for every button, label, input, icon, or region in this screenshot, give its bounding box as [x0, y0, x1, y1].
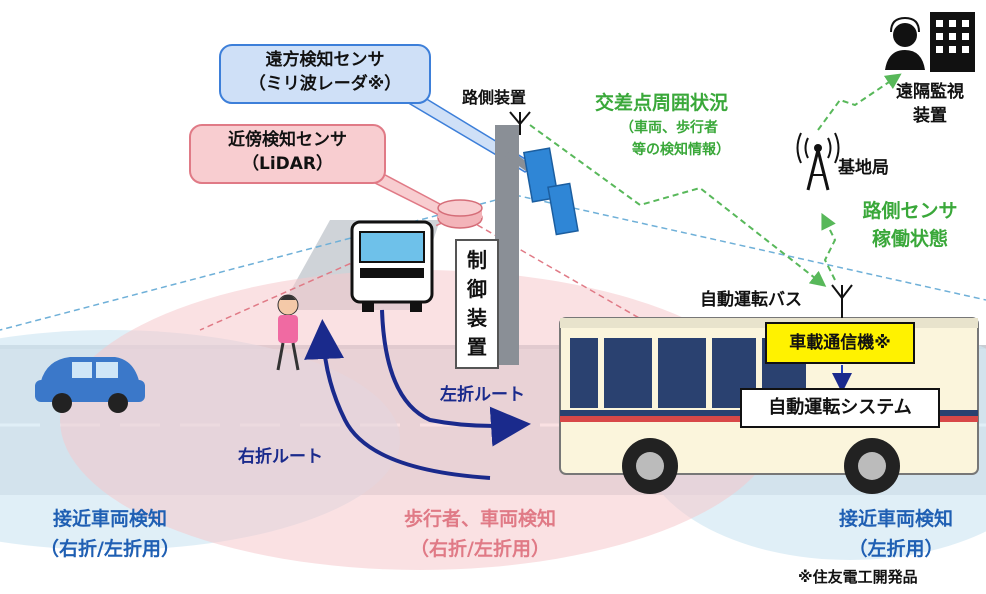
- base-station-label: 基地局: [838, 158, 889, 178]
- near-sensor-title: 近傍検知センサ: [228, 130, 347, 150]
- control-box-char: 置: [467, 335, 487, 359]
- coverage-line: [0, 194, 516, 331]
- comm-link-base-remote: [817, 73, 902, 131]
- sensor-status-line1: 路側センサ: [862, 200, 958, 222]
- left-turn-route-label: 左折ルート: [440, 385, 525, 405]
- detect-center-sub: （右折/左折用）: [410, 538, 550, 560]
- operator-icon: [885, 16, 925, 70]
- control-box-char: 制: [467, 248, 487, 272]
- base-station-icon: [796, 132, 840, 191]
- left-turn-route: [380, 309, 531, 447]
- detect-right-title: 接近車両検知: [838, 508, 953, 530]
- pedestrian-icon: [276, 294, 300, 371]
- intersection-status-line1: （車両、歩行者: [620, 120, 718, 136]
- onboard-comm-box: 車載通信機※: [765, 322, 915, 364]
- roadside-unit-label: 路側装置: [462, 88, 527, 107]
- far-sensor-subtitle: （ミリ波レーダ※）: [248, 74, 402, 94]
- bus-antenna-icon: [831, 284, 853, 318]
- right-turn-route: [304, 319, 491, 480]
- footnote: ※住友電工開発品: [798, 568, 918, 586]
- remote-monitor-line2: 装置: [913, 106, 947, 126]
- control-box-char: 装: [467, 306, 487, 330]
- radar-unit: [547, 182, 579, 236]
- coverage-line: [459, 214, 661, 331]
- callout-near-sensor: [189, 124, 386, 184]
- bus-front-icon: [350, 220, 434, 312]
- control-box: [455, 239, 499, 369]
- intersection-status-title: 交差点周囲状況: [595, 92, 729, 114]
- intersection-status-line2: 等の検知情報）: [632, 142, 730, 158]
- detect-left-title: 接近車両検知: [52, 508, 167, 530]
- detect-right-sub: （左折用）: [848, 538, 944, 560]
- detect-center-title: 歩行者、車両検知: [403, 508, 556, 530]
- remote-monitor-line1: 遠隔監視: [896, 82, 964, 102]
- coverage-line: [199, 214, 461, 331]
- control-box-char: 御: [467, 277, 487, 301]
- bus-label: 自動運転バス: [700, 290, 802, 310]
- antenna-icon: [509, 111, 531, 135]
- sensor-status-line2: 稼働状態: [871, 228, 948, 250]
- right-turn-route-label: 右折ルート: [238, 447, 323, 467]
- car-icon: [35, 357, 145, 413]
- callout-far-sensor: [219, 44, 431, 104]
- far-sensor-title: 遠方検知センサ: [265, 50, 385, 70]
- coverage-line: [514, 194, 986, 301]
- near-sensor-subtitle: （LiDAR）: [241, 154, 334, 174]
- comm-link-roadside-bus: [529, 124, 827, 287]
- detect-left-sub: （右折/左折用）: [40, 538, 180, 560]
- auto-system-box: 自動運転システム: [740, 388, 940, 428]
- comm-link-bus-base: [821, 212, 837, 281]
- building-icon: [930, 12, 975, 72]
